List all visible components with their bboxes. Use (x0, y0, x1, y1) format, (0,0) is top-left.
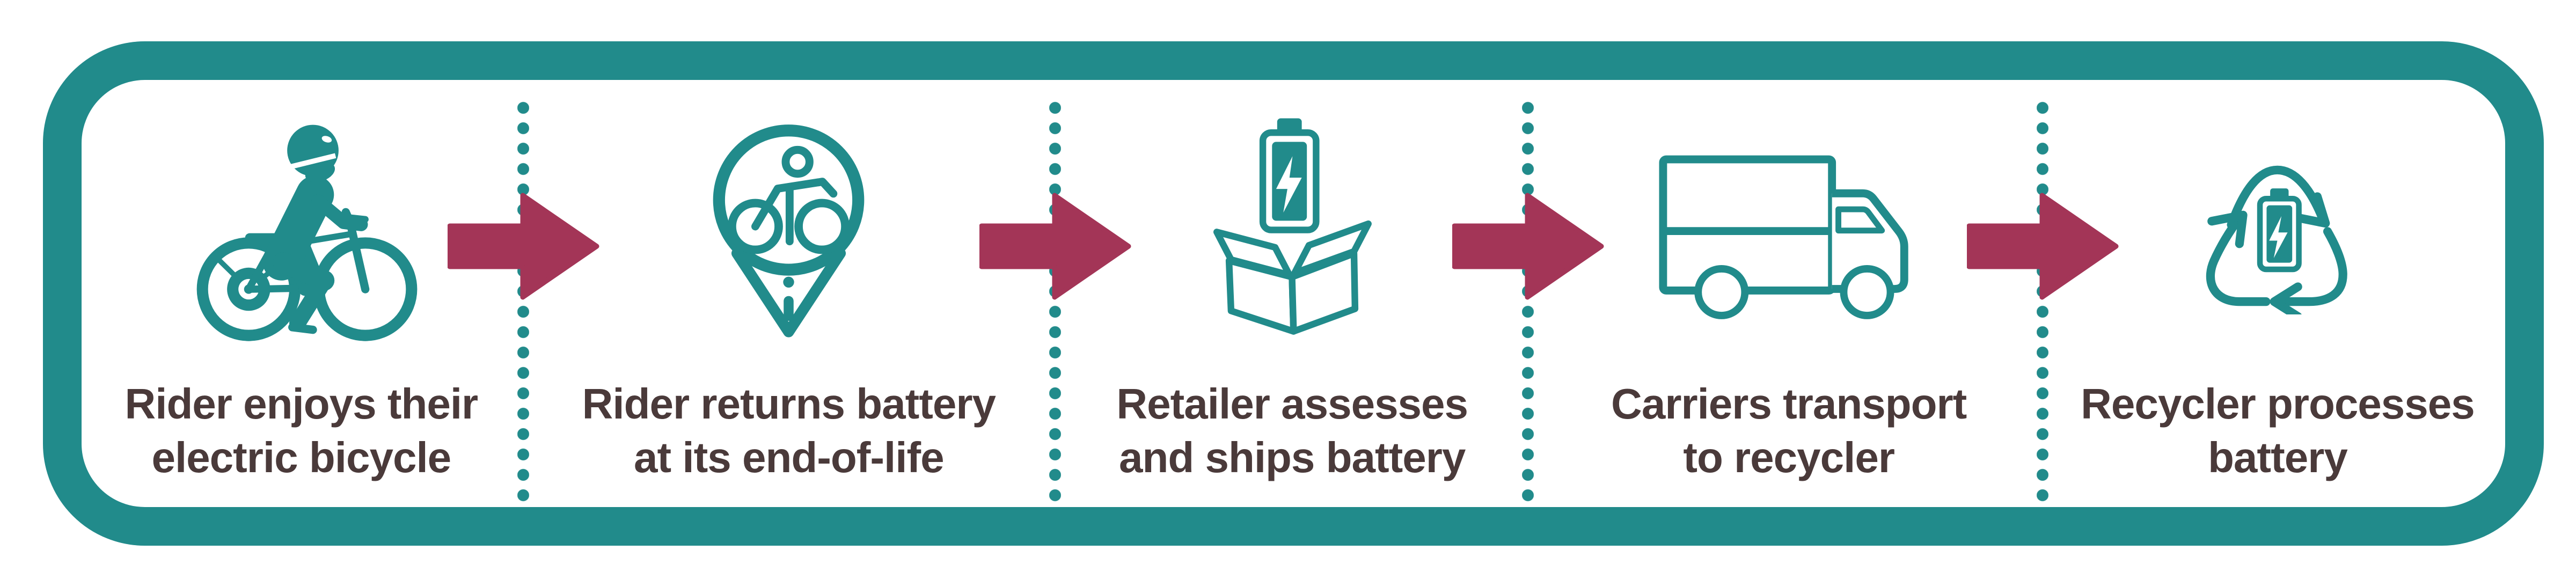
step-caption-line: Recycler processes (2081, 380, 2475, 428)
step-caption-line: to recycler (1683, 434, 1895, 481)
step-caption-line: battery (2208, 434, 2348, 481)
step-caption-line: Rider returns battery (582, 380, 996, 428)
flow-arrow-icon (979, 189, 1132, 304)
cyclist-icon (196, 124, 418, 341)
flow-arrow-icon (1966, 189, 2119, 304)
step-caption: Carriers transport to recycler (1611, 377, 1967, 485)
flow-arrow-icon (1452, 189, 1605, 304)
flow-steps: Rider enjoys their electric bicycle (80, 79, 2506, 508)
step-caption-line: Carriers transport (1611, 380, 1967, 428)
battery-recycling-icon (2206, 165, 2348, 314)
step-caption: Recycler processes battery (2081, 377, 2475, 485)
step-caption-line: Rider enjoys their (125, 380, 478, 428)
step-caption: Rider returns battery at its end-of-life (582, 377, 996, 485)
flow-step-2: Rider returns battery at its end-of-life (522, 79, 1056, 508)
battery-in-box-icon (1213, 118, 1372, 335)
flow-step-5: Recycler processes battery (2049, 79, 2506, 508)
step-caption-line: Retailer assesses (1116, 380, 1468, 428)
battery-return-location-icon (713, 124, 865, 337)
flow-step-4: Carriers transport to recycler (1528, 79, 2049, 508)
flow-step-1: Rider enjoys their electric bicycle (80, 79, 522, 508)
step-caption-line: electric bicycle (151, 434, 451, 481)
step-caption-line: at its end-of-life (634, 434, 945, 481)
flow-arrow-icon (447, 189, 600, 304)
step-caption-line: and ships battery (1119, 434, 1466, 481)
step-caption: Rider enjoys their electric bicycle (125, 377, 478, 485)
step-caption: Retailer assesses and ships battery (1116, 377, 1468, 485)
delivery-truck-icon (1659, 155, 1908, 319)
flow-step-3: Retailer assesses and ships battery (1056, 79, 1528, 508)
